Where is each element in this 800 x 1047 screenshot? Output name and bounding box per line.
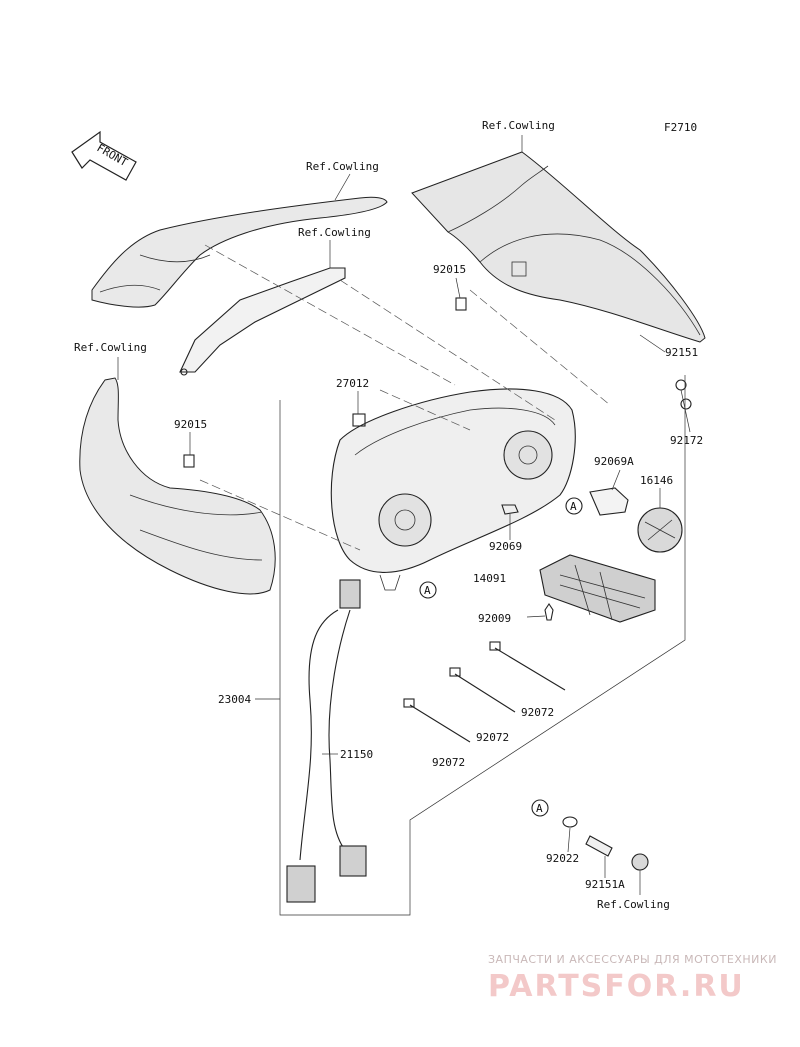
ref-cowling-label-bracket: Ref.Cowling [298, 226, 371, 239]
svg-text:A: A [536, 802, 543, 815]
nut-92015-upper [455, 297, 467, 311]
ref-cowling-label-windshield: Ref.Cowling [482, 119, 555, 132]
screw-92172 [675, 379, 692, 433]
watermark-tagline: ЗАПЧАСТИ И АКСЕССУАРЫ ДЛЯ МОТОТЕХНИКИ [488, 953, 777, 966]
harness-21150 [286, 579, 367, 903]
part-14091-label: 14091 [473, 572, 506, 585]
guide-line-2 [339, 279, 556, 421]
screw-92009 [544, 603, 554, 621]
callout-a-1: A [419, 581, 437, 599]
guide-line-5 [379, 389, 471, 431]
headlight-assembly-part [330, 388, 576, 591]
callout-a-2: A [565, 497, 583, 515]
part-92172-label: 92172 [670, 434, 703, 447]
cap-16146 [637, 488, 683, 553]
zip-tie-b [449, 667, 516, 713]
ref-cowling-label-upper-inner: Ref.Cowling [306, 160, 379, 173]
part-92015-lower-label: 92015 [174, 418, 207, 431]
pad-27012 [352, 413, 366, 427]
part-92151-label: 92151 [665, 346, 698, 359]
washer-92022 [562, 816, 578, 828]
assembly-boundary [279, 375, 686, 916]
bulb-92069a [589, 469, 629, 516]
guide-line-3 [469, 289, 611, 406]
zip-tie-c [403, 698, 471, 743]
guide-line-4 [199, 479, 361, 551]
ref-cowling-label-bolt: Ref.Cowling [597, 898, 670, 911]
part-23004-label: 23004 [218, 693, 251, 706]
part-92015-upper-label: 92015 [433, 263, 466, 276]
part-27012-label: 27012 [336, 377, 369, 390]
figure-code: F2710 [664, 121, 697, 134]
part-92022-label: 92022 [546, 852, 579, 865]
svg-text:A: A [424, 584, 431, 597]
windshield-part [411, 135, 706, 343]
ref-cowling-label-side: Ref.Cowling [74, 341, 147, 354]
part-92151a-label: 92151A [585, 878, 625, 891]
watermark-logo: PARTSFOR.RU [488, 969, 745, 1004]
duct-14091 [539, 554, 656, 623]
part-92069a-label: 92069A [594, 455, 634, 468]
nut-92015-lower [183, 454, 195, 468]
part-92072-label-a: 92072 [521, 706, 554, 719]
clip-92069 [501, 504, 519, 515]
upper-inner-cowling-part [91, 173, 388, 308]
callout-a-3: A [531, 799, 549, 817]
guide-line-1 [204, 244, 456, 386]
bolt-92151a [585, 835, 649, 871]
bracket-part [179, 240, 346, 376]
part-92069-label: 92069 [489, 540, 522, 553]
part-92072-label-b: 92072 [476, 731, 509, 744]
front-arrow-icon: FRONT [71, 130, 137, 181]
part-16146-label: 16146 [640, 474, 673, 487]
side-cowling-part [79, 357, 276, 595]
part-92009-label: 92009 [478, 612, 511, 625]
part-92072-label-c: 92072 [432, 756, 465, 769]
part-21150-label: 21150 [340, 748, 373, 761]
zip-tie-a [489, 641, 566, 691]
svg-text:A: A [570, 500, 577, 513]
